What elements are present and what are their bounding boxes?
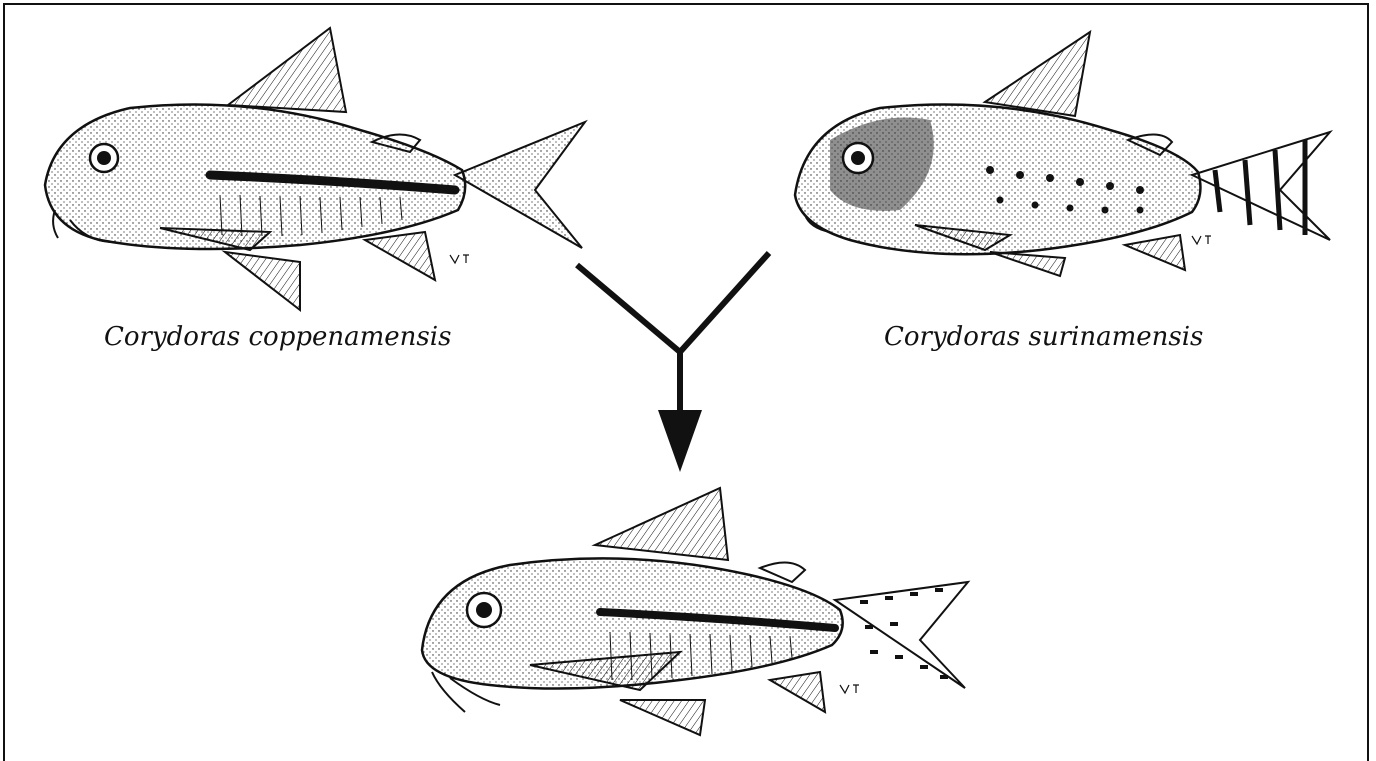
merge-arrow-icon <box>577 253 769 472</box>
fish-illustration-left <box>45 28 585 310</box>
artist-signature-icon <box>840 685 859 693</box>
species-label-right: Corydoras surinamensis <box>884 322 1203 352</box>
artist-signature-icon <box>1192 236 1211 244</box>
fish-illustration-hybrid <box>422 488 968 735</box>
artist-signature-icon <box>450 255 469 263</box>
fish-illustration-right <box>795 32 1330 276</box>
species-label-left: Corydoras coppenamensis <box>104 322 451 352</box>
